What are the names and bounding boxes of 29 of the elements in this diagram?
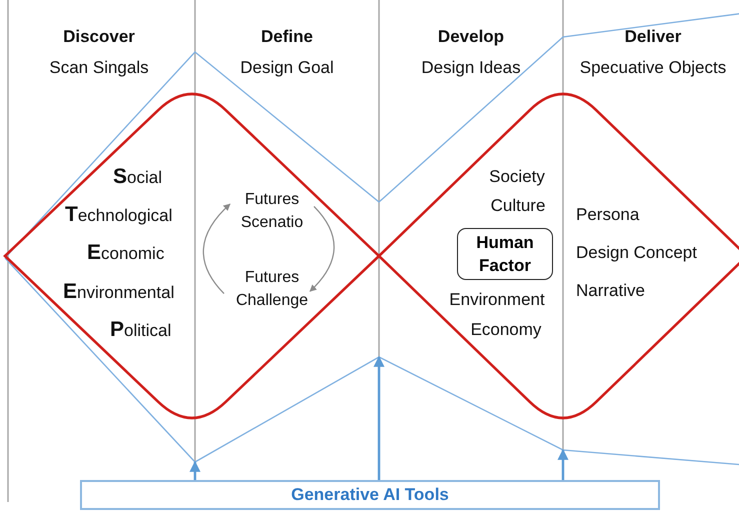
- factor-label: Society: [489, 167, 545, 187]
- factor-label: Narrative: [576, 281, 645, 301]
- factor-label: Economy: [470, 320, 542, 340]
- arrow: [202, 204, 230, 294]
- factor-label: Environment: [449, 290, 545, 310]
- factor-label: Economic: [87, 241, 164, 265]
- factor-label: Culture: [490, 196, 546, 216]
- factor-box: Human Factor: [457, 228, 553, 280]
- phase-subtitle: Design Ideas: [421, 58, 521, 78]
- phase-title: Discover: [63, 27, 135, 47]
- factor-label: Technological: [65, 203, 172, 227]
- phase-title: Define: [261, 27, 313, 47]
- phase-subtitle: Scan Singals: [49, 58, 149, 78]
- factor-label: Persona: [576, 205, 640, 225]
- arrow: [374, 356, 384, 480]
- arrow: [310, 206, 335, 292]
- factor-label: Political: [110, 318, 172, 342]
- factor-label: Social: [113, 165, 162, 189]
- arrow: [190, 460, 200, 480]
- phase-title: Deliver: [624, 27, 682, 47]
- arrow: [558, 448, 568, 480]
- cycle-label: Futures Scenatio: [232, 188, 312, 234]
- phase-subtitle: Design Goal: [240, 58, 334, 78]
- phase-title: Develop: [438, 27, 504, 47]
- phase-subtitle: Specuative Objects: [580, 58, 726, 78]
- tools-box: Generative AI Tools: [80, 480, 660, 510]
- factor-label: Environmental: [63, 280, 174, 304]
- factor-label: Design Concept: [576, 243, 697, 263]
- cycle-label: Futures Challenge: [228, 266, 316, 312]
